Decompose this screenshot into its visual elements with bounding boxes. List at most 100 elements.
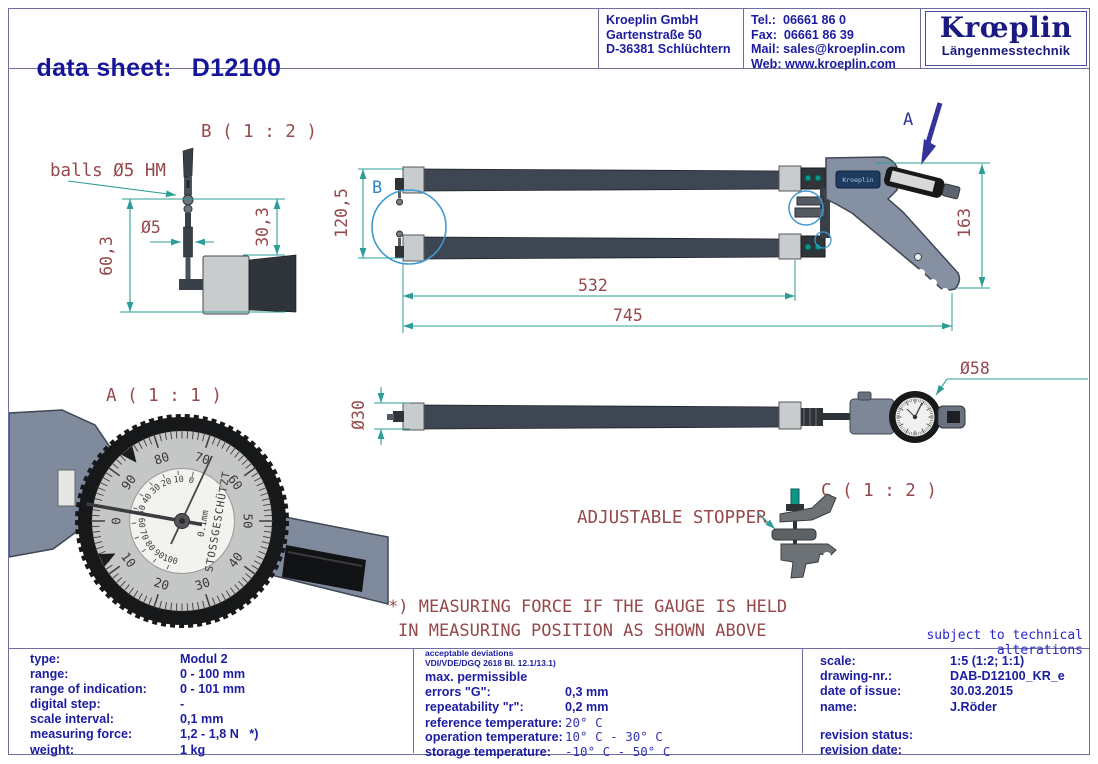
linkage-detail-circle-small — [814, 231, 832, 249]
small-dial-tick — [930, 412, 934, 415]
dial-tick — [261, 497, 271, 501]
small-dial-tick — [921, 431, 923, 435]
small-dial-tick — [905, 428, 909, 434]
dial-tick — [186, 430, 189, 439]
dial-tick — [238, 454, 245, 462]
dial-tick — [132, 590, 139, 599]
spec-row-range: range:0 - 100 mm — [30, 667, 246, 682]
detail-b-title: B ( 1 : 2 ) — [201, 122, 317, 142]
header-divider-2 — [743, 9, 744, 68]
clamp-screw — [804, 174, 812, 182]
meta-row-name: name:J.Röder — [820, 699, 997, 714]
dial-outer-number: 80 — [152, 449, 171, 468]
logo-subtitle: Längenmesstechnik — [941, 43, 1071, 58]
specifications-column: type:Modul 2 range:0 - 100 mm range of i… — [30, 652, 258, 758]
dial-tick — [245, 462, 253, 469]
dial-inner-number: 60 — [136, 518, 146, 529]
small-dial-tick — [930, 419, 934, 422]
dial-tick — [256, 555, 265, 561]
brand-plate-text: Kroeplin — [842, 176, 873, 184]
small-dial-tick — [907, 399, 909, 403]
small-dial-tick — [917, 398, 920, 402]
dim-745: 745 — [613, 306, 643, 325]
small-dial-tick — [897, 409, 901, 411]
linkage-detail-circle — [788, 190, 824, 226]
dial-tick — [153, 434, 159, 449]
dial-tick — [260, 492, 269, 496]
dial-tick — [243, 466, 257, 477]
dial-outer-number: 20 — [152, 574, 171, 593]
dial-inner-number: 20 — [160, 476, 173, 489]
dial-knurl — [75, 414, 289, 628]
small-dial-tick — [901, 404, 904, 407]
alterations-note: subject to technical alterations — [926, 628, 1083, 658]
small-dial-tick — [929, 409, 933, 411]
small-dial-tick — [917, 432, 920, 436]
contact-tel: Tel.: 06661 86 0 — [751, 13, 846, 27]
dial-outer-number: 0 — [109, 517, 124, 525]
small-dial-tick — [907, 431, 909, 435]
small-dial-tick — [901, 427, 904, 430]
dial-face-edge — [129, 468, 235, 574]
dial-tick — [230, 587, 236, 595]
dial-inner-tick — [162, 474, 165, 479]
dial-outer-number: 40 — [225, 549, 246, 570]
small-dial-tick — [927, 425, 931, 429]
dial-tick — [221, 593, 227, 601]
header-separator — [8, 68, 1090, 69]
small-dial-tick — [897, 411, 901, 413]
dim-tube-dia: Ø30 — [349, 400, 368, 430]
upper-tip — [395, 178, 404, 190]
grip-screw — [914, 253, 922, 261]
small-dial-tick — [898, 407, 904, 411]
dial-tick — [142, 438, 148, 447]
small-dial-tick — [899, 405, 903, 409]
dial-tick — [216, 595, 222, 604]
dial-tick — [91, 525, 100, 528]
dial-tick — [128, 587, 134, 595]
dial-tick — [202, 432, 206, 442]
company-logo: Krœplin Längenmesstechnik — [925, 11, 1087, 66]
section-a-letter: A — [903, 110, 913, 130]
dial-tick — [197, 431, 200, 441]
small-dial-tick — [910, 432, 913, 436]
dial-tick — [148, 597, 153, 606]
dial-inner-tick — [166, 564, 169, 570]
balls-label: balls Ø5 HM — [50, 161, 166, 181]
small-dial-tick — [896, 419, 900, 422]
table-divider-2 — [802, 649, 803, 753]
dial-tick — [115, 577, 123, 584]
dial-tick — [221, 441, 227, 449]
company-address: Kroeplin GmbH Gartenstraße 50 D-36381 Sc… — [606, 13, 731, 57]
meta-row-date-of-issue: date of issue:30.03.2015 — [820, 684, 1014, 699]
dial-outer-number: 50 — [241, 513, 256, 528]
dial-tolerance-marker — [121, 445, 137, 463]
dial-tick — [263, 509, 273, 512]
page-title-label: data sheet: — [36, 54, 172, 82]
meta-row-drawing-nr: drawing-nr.:DAB-D12100_KR_e — [820, 669, 1065, 684]
clamp-screw — [804, 243, 812, 251]
dial-tick — [230, 447, 236, 455]
dim-30-3: 30,3 — [253, 207, 272, 247]
logo-brand-text: Krœplin — [939, 11, 1073, 44]
dial-tick — [153, 593, 159, 608]
dial-inner-tick — [139, 493, 144, 497]
dial-inner-tick — [152, 558, 157, 563]
stopper-label: ADJUSTABLE STOPPER — [577, 508, 767, 528]
spec-row-scale-interval: scale interval:0,1 mm — [30, 712, 224, 727]
detail-c-stopper: C ( 1 : 2 ) ADJUSTABLE STOPPER — [577, 481, 937, 579]
dial-tick — [123, 584, 130, 592]
dial-outer-number: 70 — [193, 449, 212, 468]
dim-dial-dia: Ø58 — [960, 359, 990, 378]
dial-tick — [158, 600, 162, 610]
dial-tick — [119, 454, 126, 462]
small-dial-tick — [926, 407, 932, 411]
dial-outer-number: 10 — [118, 549, 139, 570]
company-contact: Tel.: 06661 86 0 Fax: 06661 86 39 Mail: … — [751, 13, 905, 71]
dial-tick — [99, 481, 108, 487]
dial-tick — [115, 458, 123, 465]
small-dial-tick — [925, 403, 928, 406]
upper-tip-ball — [396, 198, 403, 206]
